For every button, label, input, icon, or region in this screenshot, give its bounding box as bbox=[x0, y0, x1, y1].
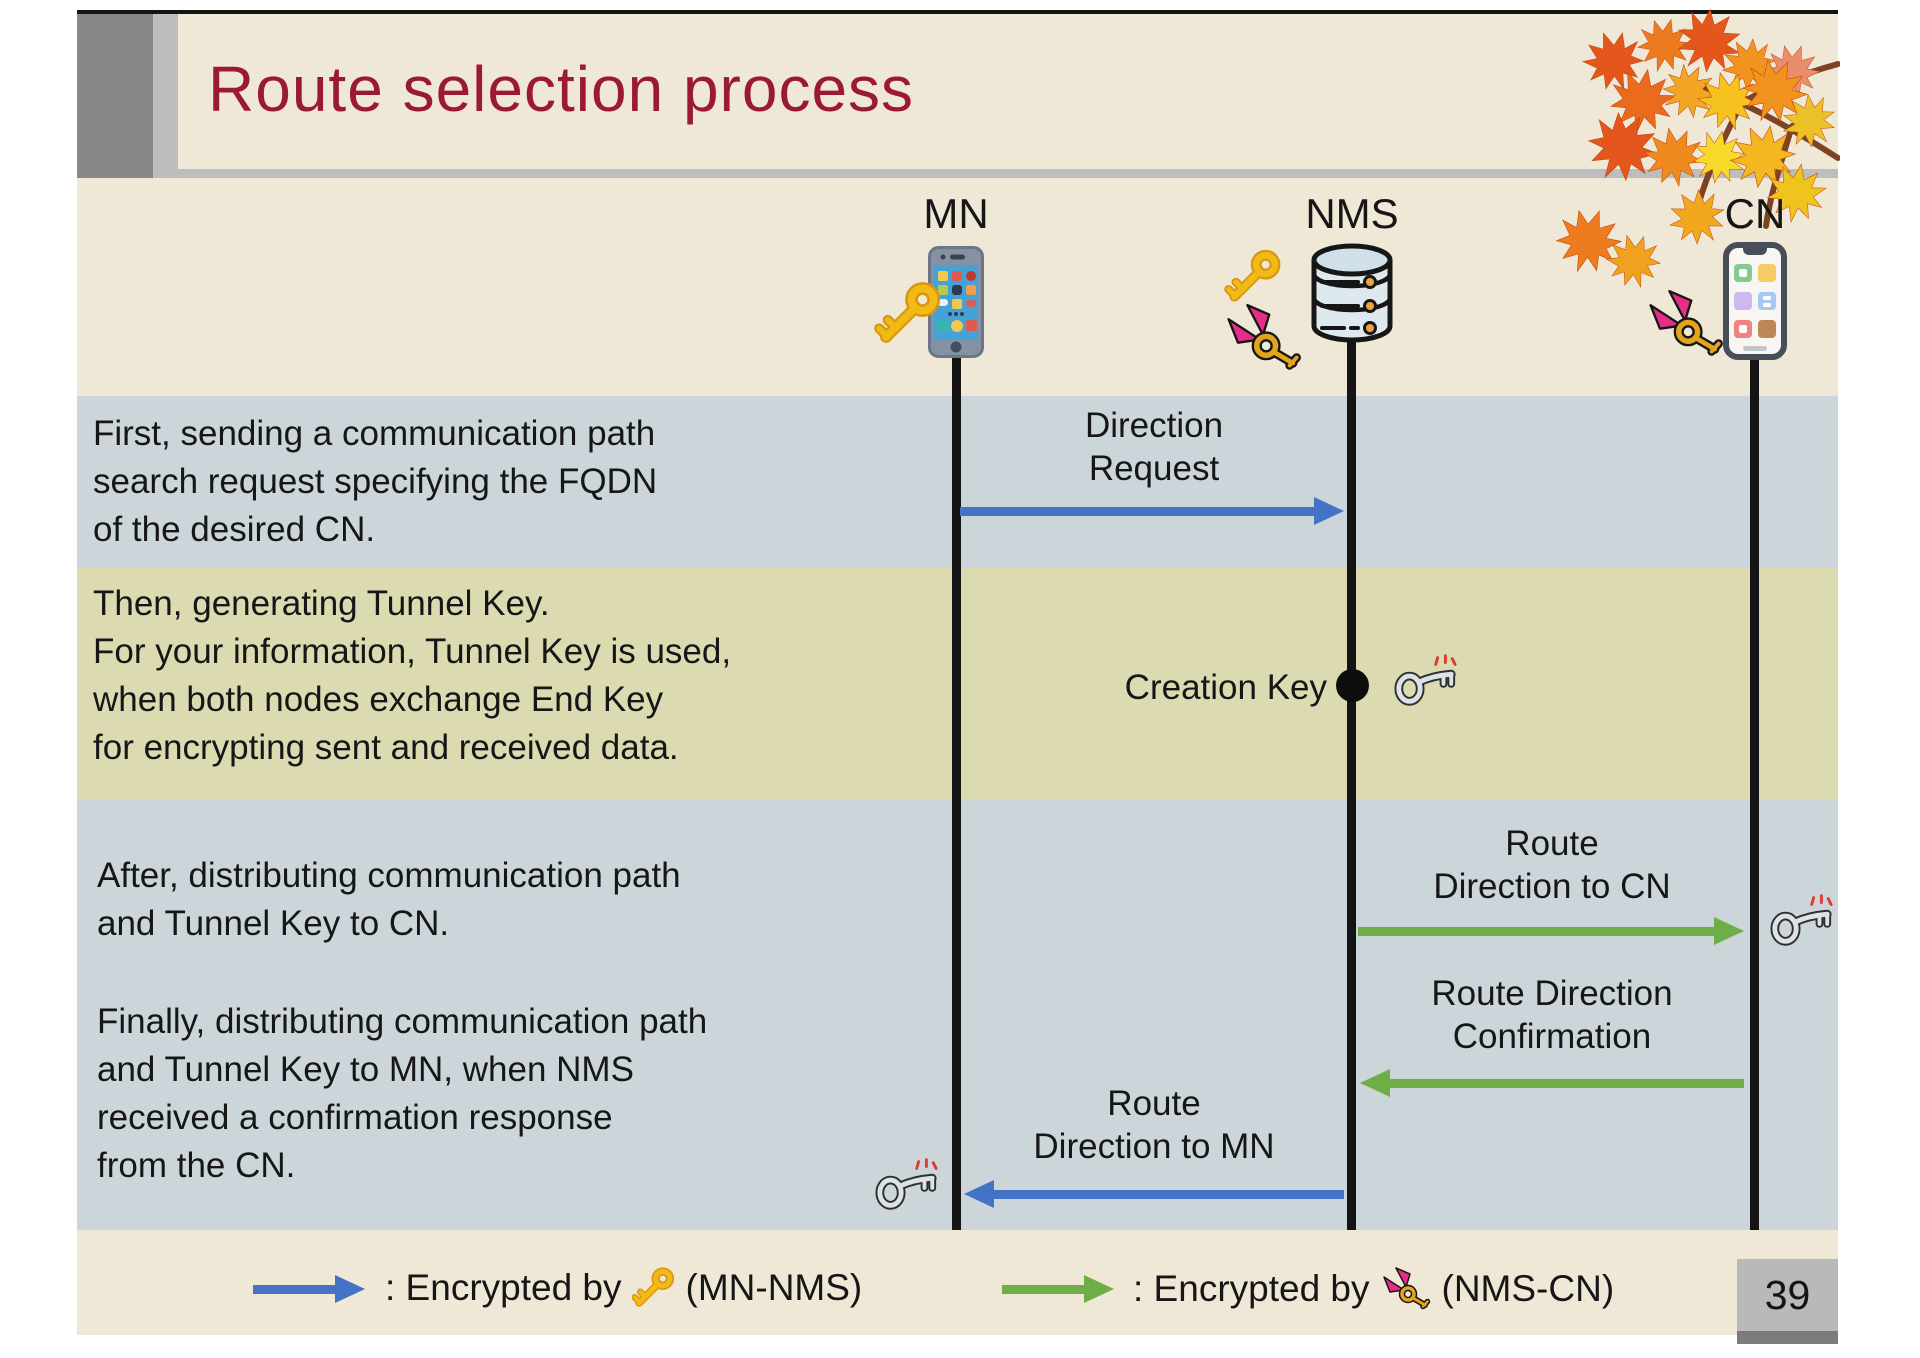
message-direction-request: Direction Request bbox=[1084, 406, 1224, 488]
legend-green-arrow bbox=[1002, 1275, 1114, 1303]
header-divider bbox=[178, 169, 1838, 178]
maple-leaves-decoration bbox=[1547, 6, 1840, 295]
legend-nms-cn-prefix: : Encrypted by bbox=[1133, 1268, 1370, 1309]
yellow-key-icon bbox=[631, 1267, 674, 1307]
route-direction-confirmation-arrow bbox=[1360, 1069, 1744, 1097]
slide: Route selection process bbox=[77, 6, 1840, 1344]
legend-blue-arrow bbox=[253, 1275, 365, 1303]
silver-key-icon bbox=[1770, 894, 1833, 946]
message-route-direction-confirmation: Route Direction Confirmation bbox=[1431, 974, 1673, 1056]
legend-mn-nms-prefix: : Encrypted by bbox=[385, 1267, 622, 1308]
lifeline-nms bbox=[1347, 340, 1356, 1230]
actor-label-mn: MN bbox=[923, 190, 989, 237]
page-number: 39 bbox=[1764, 1271, 1811, 1318]
arrowhead-left-icon bbox=[964, 1180, 994, 1208]
creation-key-dot bbox=[1336, 669, 1369, 702]
page-number-box: 39 bbox=[1737, 1259, 1838, 1344]
message-creation-key: Creation Key bbox=[1124, 668, 1327, 707]
actor-label-cn: CN bbox=[1724, 190, 1786, 237]
yellow-key-icon bbox=[874, 282, 941, 343]
legend-mn-nms-suffix: (MN-NMS) bbox=[685, 1267, 863, 1308]
silver-key-icon bbox=[1394, 654, 1457, 706]
legend-nms-cn: : Encrypted by (NMS-CN) bbox=[1133, 1266, 1614, 1312]
step1-text: First, sending a communication path sear… bbox=[93, 414, 658, 549]
yellow-key-icon bbox=[1224, 249, 1281, 302]
pink-ribbon-key-icon bbox=[1649, 289, 1723, 356]
page-title: Route selection process bbox=[208, 53, 915, 125]
direction-request-arrow bbox=[960, 497, 1344, 525]
legend-nms-cn-suffix: (NMS-CN) bbox=[1441, 1268, 1615, 1309]
step2-text: Then, generating Tunnel Key. For your in… bbox=[93, 584, 732, 767]
arrowhead-left-icon bbox=[1360, 1069, 1390, 1097]
pink-ribbon-key-icon bbox=[1227, 303, 1301, 370]
arrowhead-right-icon bbox=[1084, 1275, 1114, 1303]
slide-top-border bbox=[77, 10, 1838, 15]
legend-mn-nms: : Encrypted by (MN-NMS) bbox=[385, 1266, 862, 1310]
actor-label-nms: NMS bbox=[1305, 190, 1399, 237]
step3-text: After, distributing communication path a… bbox=[97, 856, 681, 943]
pink-ribbon-key-icon bbox=[1382, 1267, 1430, 1310]
smartphone-icon bbox=[928, 246, 984, 358]
route-direction-to-mn-arrow bbox=[964, 1180, 1344, 1208]
lifeline-mn bbox=[952, 354, 961, 1230]
step4-text: Finally, distributing communication path… bbox=[97, 1002, 708, 1185]
silver-key-icon bbox=[875, 1158, 938, 1210]
arrowhead-right-icon bbox=[335, 1275, 365, 1303]
message-route-direction-to-cn: Route Direction to CN bbox=[1433, 824, 1671, 906]
header-light-strip bbox=[153, 14, 178, 178]
route-direction-to-cn-arrow bbox=[1358, 917, 1744, 945]
lifeline-cn bbox=[1750, 356, 1759, 1230]
arrowhead-right-icon bbox=[1314, 497, 1344, 525]
arrowhead-right-icon bbox=[1714, 917, 1744, 945]
smartphone-icon bbox=[1723, 242, 1787, 360]
page-number-shadow bbox=[1737, 1331, 1838, 1344]
header-dark-block bbox=[77, 14, 153, 178]
message-route-direction-to-mn: Route Direction to MN bbox=[1033, 1084, 1275, 1166]
database-icon bbox=[1311, 243, 1393, 343]
